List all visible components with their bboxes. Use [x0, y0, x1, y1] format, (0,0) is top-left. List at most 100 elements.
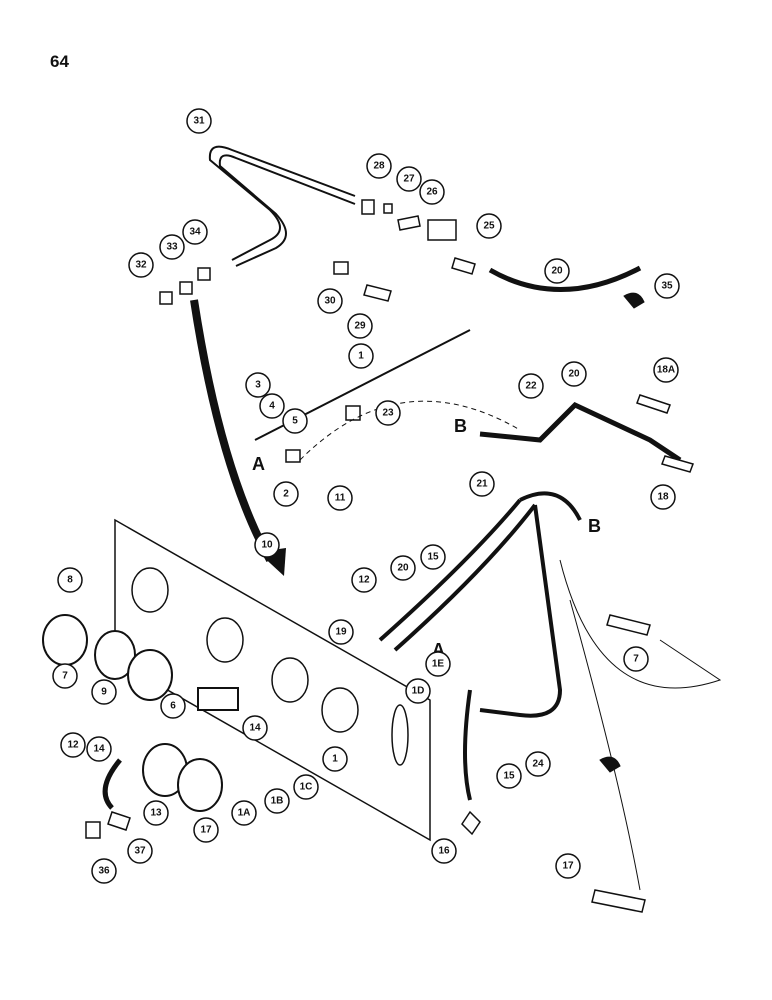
bracket-2: [285, 449, 301, 463]
svg-text:1E: 1E: [432, 659, 445, 670]
svg-text:14: 14: [93, 744, 105, 755]
callout-32: 32: [128, 252, 154, 278]
letter-b-upper: B: [454, 416, 467, 436]
callout-26: 26: [419, 179, 445, 205]
svg-text:32: 32: [135, 260, 147, 271]
svg-text:6: 6: [170, 701, 176, 712]
svg-text:18A: 18A: [657, 365, 675, 376]
callout-5: 5: [282, 408, 308, 434]
callout-1c: 1C: [293, 774, 319, 800]
callout-35: 35: [654, 273, 680, 299]
dashed-line-A: [299, 400, 521, 461]
svg-text:25: 25: [483, 221, 495, 232]
svg-text:1C: 1C: [300, 782, 313, 793]
svg-text:17: 17: [562, 861, 574, 872]
svg-text:22: 22: [525, 381, 537, 392]
fitting-18: [661, 455, 694, 473]
callout-6: 6: [160, 693, 186, 719]
sensor-7: [606, 614, 651, 636]
svg-text:14: 14: [249, 723, 261, 734]
callout-27: 27: [396, 166, 422, 192]
svg-text:30: 30: [324, 296, 336, 307]
svg-text:26: 26: [426, 187, 438, 198]
callout-13: 13: [143, 800, 169, 826]
svg-text:28: 28: [373, 161, 385, 172]
callout-12-lower: 12: [60, 732, 86, 758]
callout-23: 23: [375, 400, 401, 426]
elbow-16: [461, 810, 481, 836]
svg-text:31: 31: [193, 116, 205, 127]
svg-text:35: 35: [661, 281, 673, 292]
svg-text:34: 34: [189, 227, 201, 238]
svg-text:24: 24: [532, 759, 544, 770]
svg-text:4: 4: [269, 401, 275, 412]
callout-34: 34: [182, 219, 208, 245]
svg-text:9: 9: [101, 687, 107, 698]
callout-18a: 18A: [653, 357, 679, 383]
svg-text:12: 12: [67, 740, 79, 751]
callout-20-upper: 20: [544, 258, 570, 284]
svg-text:20: 20: [397, 563, 409, 574]
callout-3: 3: [245, 372, 271, 398]
callout-9: 9: [91, 679, 117, 705]
svg-text:1B: 1B: [271, 796, 284, 807]
svg-text:18: 18: [657, 492, 669, 503]
callout-10: 10: [254, 532, 280, 558]
arrow-36: [102, 758, 122, 810]
callout-17-gauge: 17: [193, 817, 219, 843]
svg-text:1: 1: [358, 351, 364, 362]
callout-14-left: 14: [86, 736, 112, 762]
svg-text:11: 11: [335, 493, 346, 504]
svg-text:20: 20: [551, 266, 563, 277]
letter-a-upper: A: [252, 454, 265, 474]
svg-text:5: 5: [292, 416, 298, 427]
arrow-to-panel: [190, 299, 274, 562]
callout-33: 33: [159, 234, 185, 260]
letter-b-lower: B: [588, 516, 601, 536]
callout-19: 19: [328, 619, 354, 645]
svg-text:23: 23: [382, 408, 394, 419]
svg-text:19: 19: [335, 627, 347, 638]
callout-20-lower: 20: [390, 555, 416, 581]
callout-1-lower: 1: [322, 746, 348, 772]
callout-25: 25: [476, 213, 502, 239]
svg-text:2: 2: [283, 489, 289, 500]
callout-14-right: 14: [242, 715, 268, 741]
instrument-panel: [114, 518, 431, 842]
callout-36: 36: [91, 858, 117, 884]
gauges: [42, 614, 239, 812]
svg-text:12: 12: [358, 575, 370, 586]
callout-4: 4: [259, 393, 285, 419]
callout-15-upper: 15: [420, 544, 446, 570]
svg-text:21: 21: [476, 479, 488, 490]
svg-text:17: 17: [200, 825, 212, 836]
svg-text:16: 16: [438, 846, 450, 857]
fitting-18A: [636, 394, 671, 414]
tube-31: [208, 145, 356, 267]
svg-text:29: 29: [354, 321, 366, 332]
callout-7-gauge: 7: [52, 663, 78, 689]
svg-text:27: 27: [403, 174, 415, 185]
hose-bundle-21: [378, 491, 582, 801]
svg-text:7: 7: [62, 671, 68, 682]
fitting-36: [85, 821, 101, 839]
svg-text:33: 33: [166, 242, 178, 253]
sensor-17: [591, 889, 646, 913]
svg-text:7: 7: [633, 654, 639, 665]
capillary-17: [569, 599, 641, 891]
callout-20-middle: 20: [561, 361, 587, 387]
callout-12-upper: 12: [351, 567, 377, 593]
clamp-24: [599, 756, 621, 773]
callout-11: 11: [327, 485, 353, 511]
callout-17-sensor: 17: [555, 853, 581, 879]
callout-18: 18: [650, 484, 676, 510]
callout-16: 16: [431, 838, 457, 864]
svg-text:15: 15: [427, 552, 439, 563]
svg-text:10: 10: [261, 540, 273, 551]
svg-text:15: 15: [503, 771, 515, 782]
svg-text:1A: 1A: [238, 808, 251, 819]
callout-7-sensor: 7: [623, 646, 649, 672]
callout-24: 24: [525, 751, 551, 777]
callout-37: 37: [127, 838, 153, 864]
